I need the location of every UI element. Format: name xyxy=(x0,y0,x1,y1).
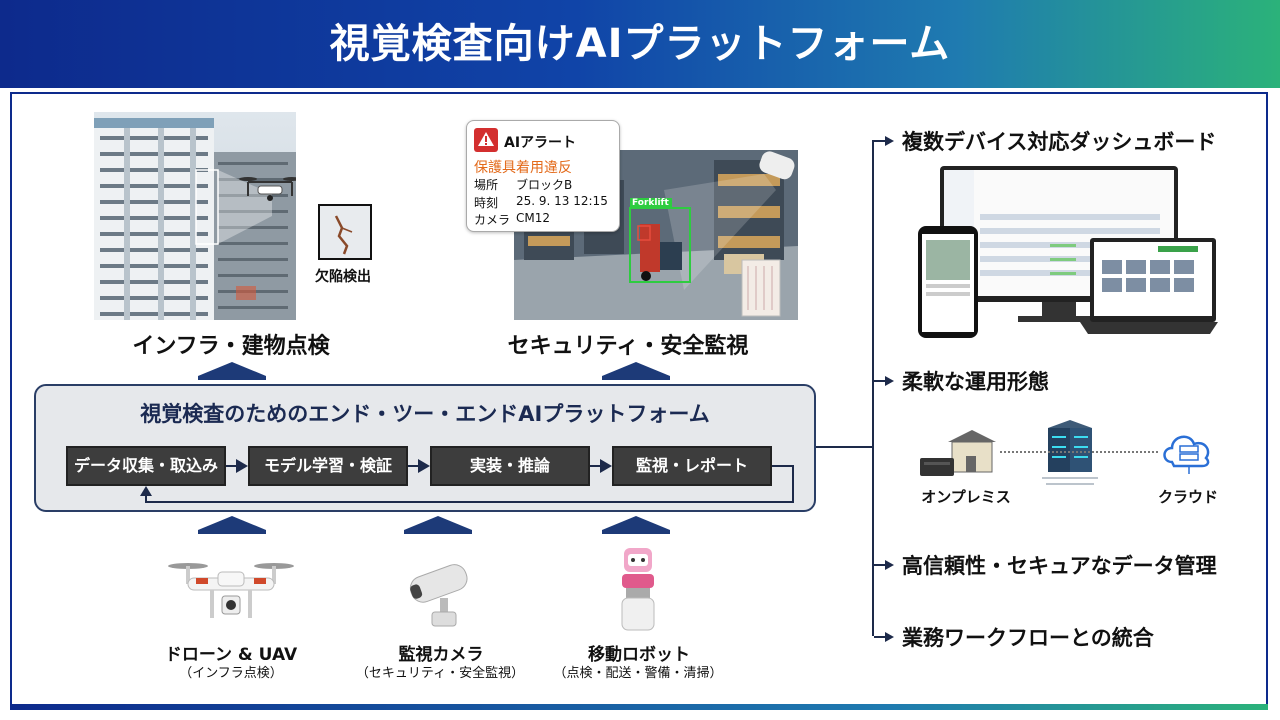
alert-camera-key: カメラ xyxy=(474,213,511,227)
page-title: 視覚検査向けAIプラットフォーム xyxy=(329,21,951,67)
header-banner xyxy=(0,0,1280,88)
robot-label: 移動ロボット xyxy=(588,645,690,665)
up-arrow-drone xyxy=(198,516,266,530)
alert-title: AIアラート xyxy=(504,135,577,151)
alert-location-value: ブロックB xyxy=(516,178,573,192)
deployment-connector xyxy=(1000,451,1158,453)
features-vertical xyxy=(872,140,874,636)
alert-event: 保護具着用違反 xyxy=(474,160,572,176)
feature-arrow-1 xyxy=(885,136,894,146)
step-connector-2 xyxy=(408,465,420,467)
feature-arrow-2 xyxy=(885,376,894,386)
drone-icon xyxy=(166,556,296,626)
feature-arrow-line-1 xyxy=(874,140,886,142)
step-model-training: モデル学習・検証 xyxy=(248,446,408,486)
alert-camera-value: CM12 xyxy=(516,211,551,225)
step-deployment: 実装・推論 xyxy=(430,446,590,486)
step-monitoring: 監視・レポート xyxy=(612,446,772,486)
feature-dashboard: 複数デバイス対応ダッシュボード xyxy=(902,130,1217,154)
feature-deployment: 柔軟な運用形態 xyxy=(902,370,1049,394)
feature-arrow-line-4 xyxy=(874,636,886,638)
up-arrow-camera-bar xyxy=(404,530,472,534)
drone-sublabel: （インフラ点検） xyxy=(179,666,283,681)
loop-right xyxy=(772,465,794,467)
robot-sublabel: （点検・配送・警備・清掃） xyxy=(553,666,723,681)
cloud-icon xyxy=(1158,424,1218,478)
feature-workflow: 業務ワークフローとの統合 xyxy=(902,626,1154,650)
step-arrow-3 xyxy=(600,459,612,473)
up-arrow-robot-bar xyxy=(602,530,670,534)
infrastructure-photo xyxy=(94,112,296,320)
alert-location-key: 場所 xyxy=(474,178,499,192)
step-connector-1 xyxy=(226,465,238,467)
bottom-bar xyxy=(10,704,1268,710)
on-premise-icon xyxy=(918,428,1000,482)
feature-data-management: 高信頼性・セキュアなデータ管理 xyxy=(902,554,1217,578)
forklift-tag: Forklift xyxy=(632,198,669,208)
camera-label: 監視カメラ xyxy=(398,645,484,665)
cloud-label: クラウド xyxy=(1157,488,1218,506)
alert-icon xyxy=(474,128,498,152)
up-arrow-robot xyxy=(602,516,670,530)
step-arrow-1 xyxy=(236,459,248,473)
feature-arrow-line-3 xyxy=(874,564,886,566)
step-data-collection: データ収集・取込み xyxy=(66,446,226,486)
defect-inset xyxy=(318,204,372,260)
loop-arrowhead xyxy=(140,486,152,496)
up-arrow-infra-bar xyxy=(198,376,266,380)
up-arrow-drone-bar xyxy=(198,530,266,534)
on-premise-label: オンプレミス xyxy=(921,488,1011,506)
cctv-camera-icon xyxy=(402,554,478,628)
feature-arrow-4 xyxy=(885,632,894,642)
dashboard-devices-image xyxy=(918,166,1218,338)
up-arrow-camera xyxy=(404,516,472,530)
defect-label: 欠陥検出 xyxy=(315,269,371,285)
up-arrow-security xyxy=(602,362,670,376)
step-arrow-2 xyxy=(418,459,430,473)
loop-up xyxy=(145,494,147,503)
up-arrow-security-bar xyxy=(602,376,670,380)
security-caption: セキュリティ・安全監視 xyxy=(507,334,749,359)
platform-title: 視覚検査のためのエンド・ツー・エンドAIプラットフォーム xyxy=(140,402,710,426)
up-arrow-infra xyxy=(198,362,266,376)
camera-sublabel: （セキュリティ・安全監視） xyxy=(355,666,525,681)
robot-icon xyxy=(616,544,660,634)
platform-to-features xyxy=(816,446,872,448)
infra-caption: インフラ・建物点検 xyxy=(132,334,330,359)
feature-arrow-line-2 xyxy=(874,380,886,382)
step-connector-3 xyxy=(590,465,602,467)
drone-label: ドローン & UAV xyxy=(164,645,298,665)
alert-time-value: 25. 9. 13 12:15 xyxy=(516,194,608,208)
loop-bottom xyxy=(145,501,794,503)
server-icon xyxy=(1032,418,1108,488)
loop-down xyxy=(792,465,794,503)
feature-arrow-3 xyxy=(885,560,894,570)
alert-time-key: 時刻 xyxy=(474,196,499,210)
